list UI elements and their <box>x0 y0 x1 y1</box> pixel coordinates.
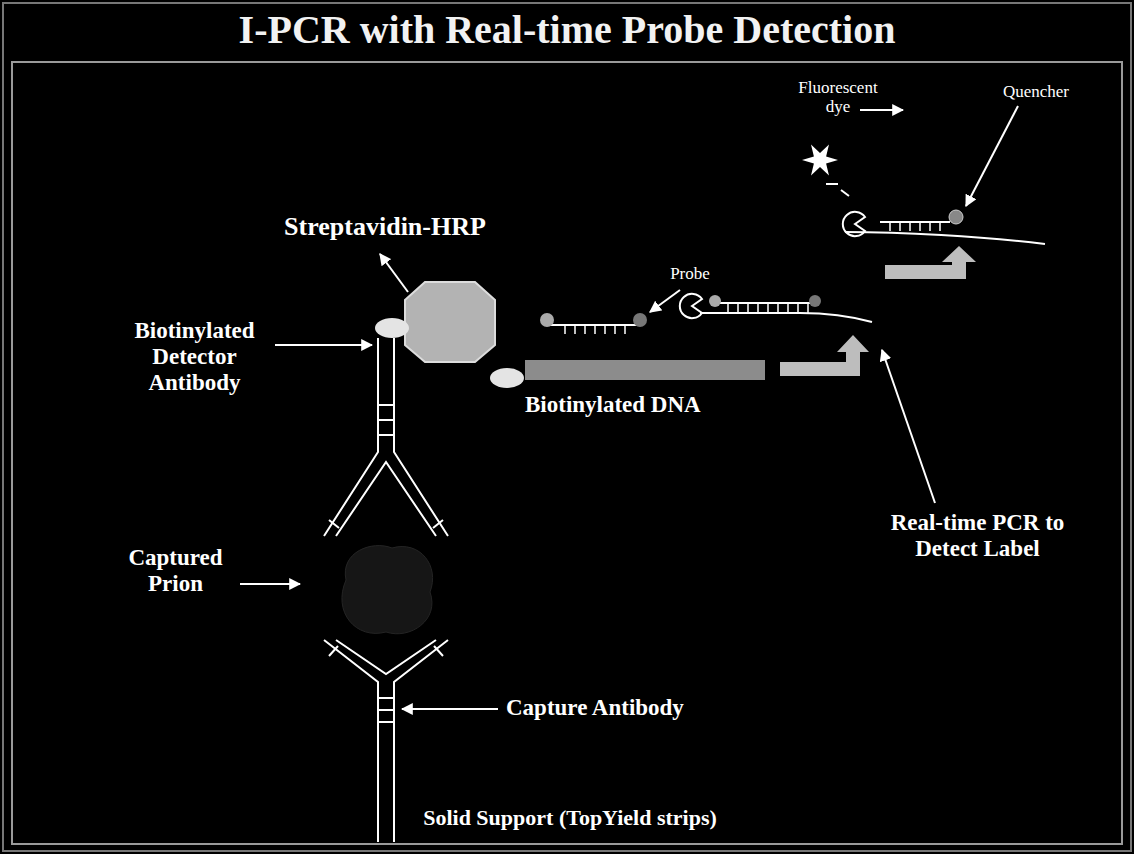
drawing-part <box>809 295 821 307</box>
drawing-part <box>275 344 372 346</box>
callout-label: Capture Antibody <box>506 695 766 721</box>
callout-label: Biotinylated DNA <box>525 392 785 418</box>
drawing-part <box>380 254 408 292</box>
drawing-part <box>378 419 394 421</box>
drawing-part <box>329 646 443 656</box>
drawing-part <box>565 325 625 334</box>
drawing-part <box>700 313 872 322</box>
pcr-extension-step <box>680 294 872 322</box>
pcr-cleavage-step <box>802 144 1045 244</box>
callout-label: Quencher <box>990 82 1082 101</box>
outer-frame <box>3 3 1131 851</box>
biotin-oval <box>375 318 409 338</box>
callout-label: Fluorescent dye <box>790 78 886 116</box>
slide-title: I-PCR with Real-time Probe Detection <box>0 8 1134 53</box>
drawing-part <box>882 350 935 503</box>
biotin-oval <box>490 368 524 388</box>
drawing-part <box>394 338 448 536</box>
drawing-part <box>540 313 554 327</box>
step-arrow <box>780 335 869 376</box>
drawing-part <box>949 210 963 224</box>
callout-label: Streptavidin-HRP <box>250 212 520 241</box>
drawing-part <box>336 462 436 536</box>
drawing-part <box>843 212 865 236</box>
drawing-part <box>378 698 394 722</box>
drawing-part <box>324 338 378 536</box>
drawing-part <box>336 640 436 674</box>
callout-label: Captured Prion <box>118 545 233 597</box>
inner-frame <box>12 62 1122 844</box>
prion-blob <box>342 546 433 634</box>
drawing-part <box>402 708 498 710</box>
drawing-part <box>728 303 808 313</box>
probe-symbol <box>540 313 647 334</box>
drawing-part <box>329 520 443 528</box>
streptavidin-octagon <box>405 282 495 362</box>
drawing-part <box>240 583 300 585</box>
callout-label: Solid Support (TopYield strips) <box>300 806 840 831</box>
drawing-part <box>547 324 640 326</box>
dna-bar <box>525 360 765 380</box>
drawing-part <box>650 290 680 312</box>
drawing-part <box>845 232 1045 244</box>
detector-antibody <box>324 338 448 536</box>
drawing-part <box>860 109 903 111</box>
fluorescence-burst <box>802 144 838 175</box>
drawing-part <box>890 222 940 231</box>
drawing-part <box>378 405 394 435</box>
step-arrow <box>885 246 976 279</box>
drawing-part <box>633 313 647 327</box>
drawing-part <box>826 184 849 196</box>
drawing-part <box>966 106 1018 206</box>
drawing-part <box>378 709 394 711</box>
leader-arrows <box>240 106 1018 709</box>
drawing-part <box>324 640 378 842</box>
drawing-part <box>715 302 815 304</box>
callout-label: Biotinylated Detector Antibody <box>122 318 267 395</box>
callout-label: Real-time PCR to Detect Label <box>860 510 1095 562</box>
drawing-part <box>680 294 702 318</box>
callout-label: Probe <box>660 264 720 283</box>
drawing-part <box>709 295 721 307</box>
